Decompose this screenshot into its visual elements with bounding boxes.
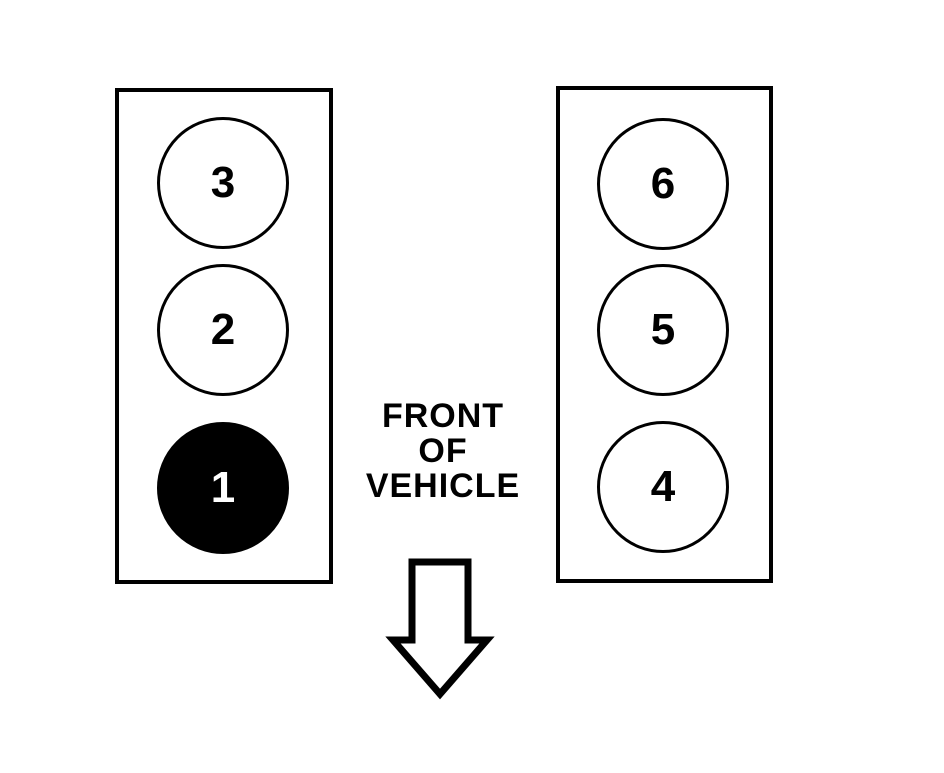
cylinder-5-label: 5 xyxy=(650,305,676,354)
down-arrow-icon xyxy=(385,558,495,700)
cylinder-1: 1 xyxy=(157,422,289,554)
cylinder-5: 5 xyxy=(597,264,729,396)
cylinder-2: 2 xyxy=(157,264,289,396)
cylinder-4: 4 xyxy=(597,421,729,553)
cylinder-4-label: 4 xyxy=(650,462,676,511)
cylinder-3: 3 xyxy=(157,117,289,249)
cylinder-6: 6 xyxy=(597,118,729,250)
front-label-line1: FRONT xyxy=(381,397,505,435)
cylinder-1-label: 1 xyxy=(210,463,236,512)
front-label-line2: OF xyxy=(418,432,468,470)
front-label-line3: VEHICLE xyxy=(365,467,521,505)
cylinder-2-label: 2 xyxy=(210,305,236,354)
cylinder-6-label: 6 xyxy=(650,159,676,208)
front-of-vehicle-label: FRONT OF VEHICLE xyxy=(348,399,538,504)
cylinder-3-label: 3 xyxy=(210,158,236,207)
